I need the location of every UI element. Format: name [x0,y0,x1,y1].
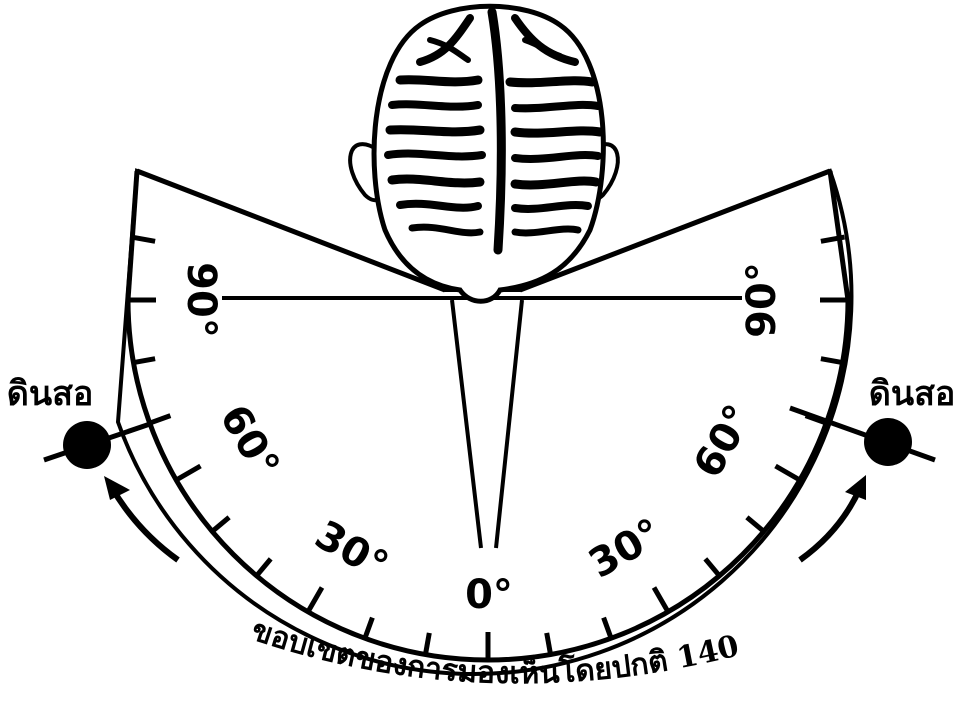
left-arrow-head-icon [104,476,130,500]
marker-label-left: ดินสอ [7,374,94,414]
left-marker-ball [63,421,111,469]
label-left-90: 90° [178,262,224,338]
label-right-90: 90° [739,262,785,338]
right-arrow-icon [800,488,860,560]
head-top-view [350,6,618,301]
marker-label-right: ดินสอ [869,374,956,414]
right-marker-ball [864,418,912,466]
label-center-0: 0° [465,572,513,618]
